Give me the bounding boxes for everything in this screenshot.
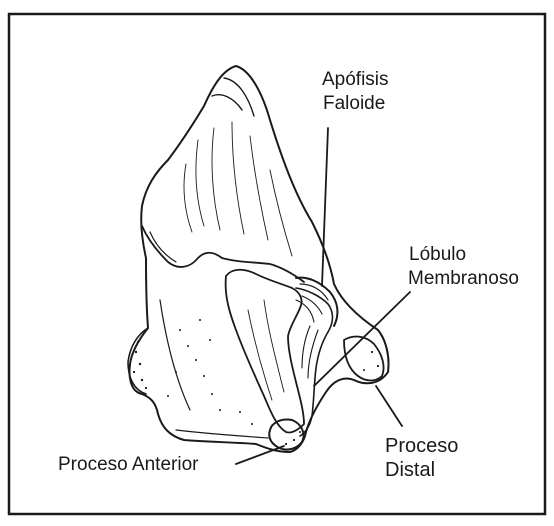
label-apofisis-line1: Apófisis [322,69,389,90]
label-lobulo-line2: Membranoso [408,268,519,289]
label-proceso-distal-line2: Distal [385,459,435,481]
label-apofisis-line2: Faloide [323,93,385,114]
label-proceso-anterior: Proceso Anterior [58,454,199,475]
label-proceso-distal-line1: Proceso [385,435,458,457]
label-lobulo-line1: Lóbulo [409,244,466,265]
